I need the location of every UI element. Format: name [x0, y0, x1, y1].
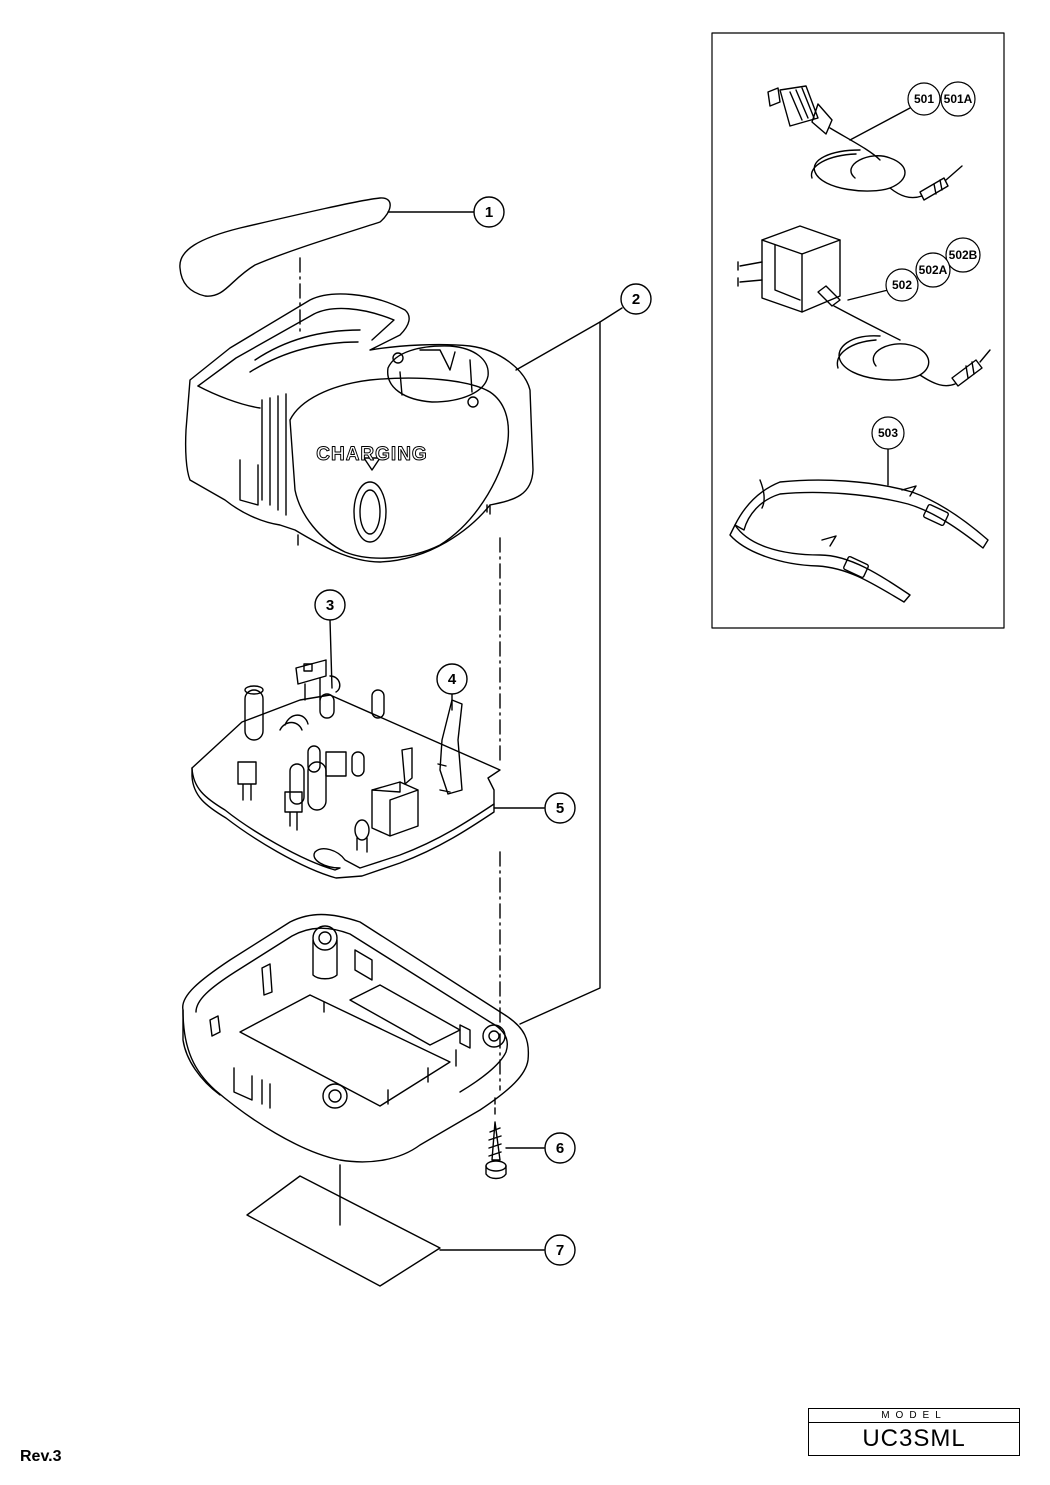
accessory-inset-box — [711, 32, 1005, 629]
callout-label: 501 — [914, 92, 934, 106]
callout-1: 1 — [473, 196, 505, 228]
callout-502: 502 — [885, 268, 919, 302]
callout-label: 5 — [556, 800, 564, 817]
revision-label: Rev.3 — [20, 1448, 62, 1465]
callout-501a: 501A — [940, 81, 976, 117]
charging-printed-label: CHARGING — [316, 444, 427, 465]
callout-502a: 502A — [915, 252, 951, 288]
callout-label: 501A — [944, 92, 973, 106]
callout-7: 7 — [544, 1234, 576, 1266]
ac-adapter-502 — [737, 225, 991, 387]
callout-4: 4 — [436, 663, 468, 695]
screw-part-6 — [485, 1097, 507, 1180]
callout-502b: 502B — [945, 237, 981, 273]
callout-5: 5 — [544, 792, 576, 824]
model-heading: MODEL — [809, 1409, 1019, 1423]
callout-label: 1 — [485, 204, 493, 221]
car-adapter-cord-501 — [767, 85, 963, 201]
callout-label: 4 — [448, 671, 457, 688]
callout-3: 3 — [314, 589, 346, 621]
leader-lines — [329, 107, 911, 1251]
callout-label: 502B — [949, 248, 978, 262]
callout-label: 3 — [326, 597, 334, 614]
callout-501: 501 — [907, 82, 941, 116]
callout-label: 7 — [556, 1242, 564, 1259]
circuit-board-part-5 — [191, 659, 501, 1091]
charger-upper-case-part-2 — [184, 293, 534, 761]
callout-label: 2 — [632, 291, 640, 308]
callout-label: 6 — [556, 1140, 564, 1157]
callout-503: 503 — [871, 416, 905, 450]
callout-label: 502 — [892, 278, 912, 292]
model-value: UC3SML — [862, 1425, 966, 1452]
strap-503 — [729, 479, 989, 603]
callout-6: 6 — [544, 1132, 576, 1164]
charger-lower-case — [182, 913, 530, 1163]
callout-2: 2 — [620, 283, 652, 315]
model-box: MODEL UC3SML — [808, 1408, 1020, 1456]
callout-label: 502A — [919, 263, 948, 277]
callout-label: 503 — [878, 426, 898, 440]
bottom-label-part-7 — [246, 1164, 441, 1287]
